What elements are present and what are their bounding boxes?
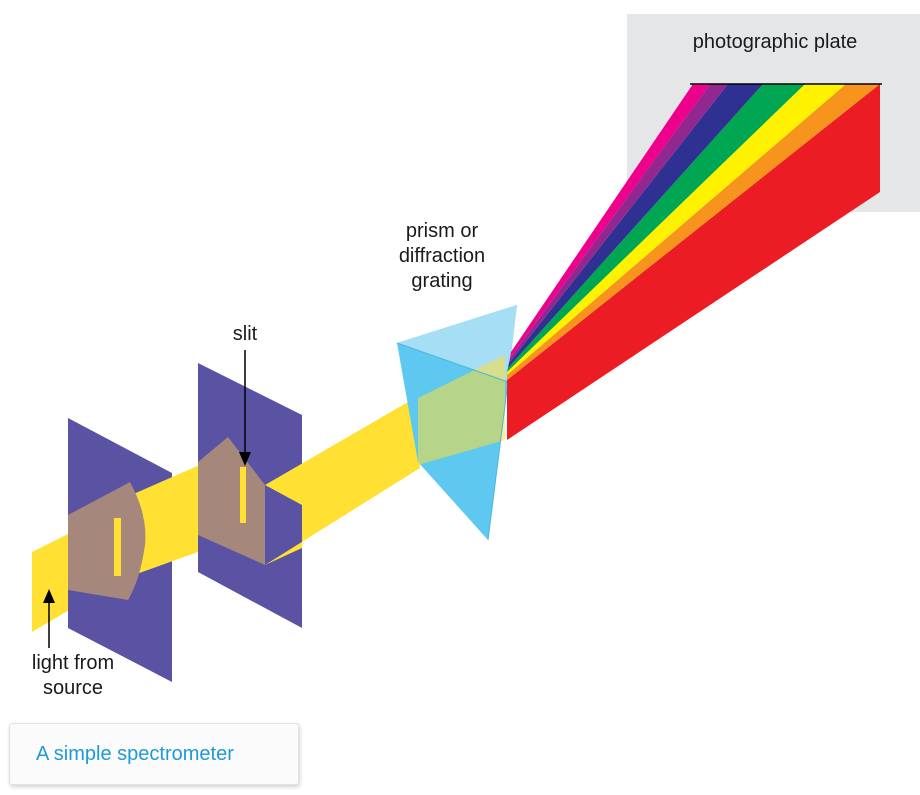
prism-label: prism or diffraction grating [372, 219, 512, 294]
spectrum-band-orange [507, 84, 880, 380]
spectrum-band-red [507, 84, 880, 440]
light-label-line-2: source [42, 677, 104, 699]
prism-label-line-2: diffraction [398, 245, 486, 267]
beam-inside-prism [418, 355, 505, 465]
spectrum-band-violet [509, 84, 728, 363]
prism-label-line-3: grating [411, 270, 473, 292]
photographic-plate-label: photographic plate [692, 31, 858, 53]
light-arrowhead [43, 589, 55, 603]
light-source-label: light from source [8, 651, 138, 701]
spectrum-band-green [507, 84, 805, 372]
slit-arrowhead [239, 452, 251, 466]
spectrum-band-yellow [507, 84, 846, 375]
first-screen-aperture [114, 518, 121, 576]
caption-box: A simple spectrometer [9, 723, 299, 785]
caption-text: A simple spectrometer [36, 742, 234, 765]
spectrum-fan [507, 84, 880, 440]
slit-screen-light-patch [198, 437, 265, 565]
prism-label-line-1: prism or [405, 220, 479, 242]
slit-label: slit [232, 323, 258, 345]
first-screen-light-patch [68, 482, 146, 600]
spectrum-band-blue [508, 84, 763, 368]
light-label-line-1: light from [31, 652, 115, 674]
prism-top-face [397, 305, 517, 382]
spectrum-band-magenta [510, 84, 710, 358]
beam-segment-2 [265, 395, 420, 565]
slit-opening [240, 467, 246, 523]
